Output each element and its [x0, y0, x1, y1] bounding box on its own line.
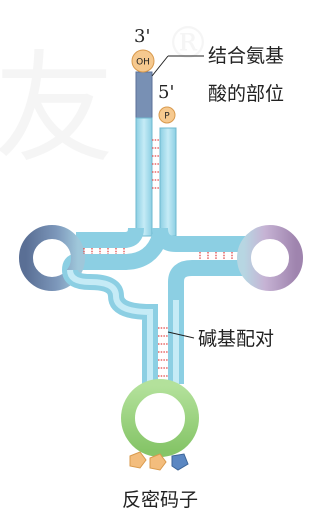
- base-pairing-leader-line: [167, 331, 195, 339]
- base-pairing-label: 碱基配对: [198, 328, 274, 350]
- t-loop: [237, 225, 303, 291]
- d-loop: [19, 225, 85, 291]
- anticodon-loop-group: [121, 379, 199, 471]
- anticodon-base-2: [149, 453, 167, 471]
- p-label: P: [164, 112, 170, 122]
- oh-cap: OH: [131, 49, 155, 73]
- watermark: ® 友: [0, 18, 210, 179]
- p-cap: P: [158, 106, 176, 124]
- amino-acid-site-callout: 结合氨基 酸的部位: [151, 45, 284, 105]
- amino-site-label-line1: 结合氨基: [208, 45, 284, 67]
- anticodon-stem-base-pairs: [158, 327, 168, 377]
- end-3-prime-label: 3': [134, 26, 150, 47]
- strand-3-prime: [135, 117, 153, 237]
- acceptor-base-pairs: [152, 139, 160, 189]
- d-arm: [19, 225, 168, 291]
- amino-site-leader-line: [151, 55, 169, 77]
- watermark-registered-symbol: ®: [166, 18, 210, 69]
- acceptor-stem: [135, 71, 177, 237]
- watermark-character: 友: [0, 40, 114, 179]
- strand-5-prime: [159, 127, 177, 237]
- oh-label: OH: [136, 58, 150, 68]
- base-pairing-callout: 碱基配对: [167, 328, 274, 350]
- anticodon-stem: [62, 269, 184, 384]
- anticodon-label: 反密码子: [122, 489, 198, 511]
- amino-site-label-line2: 酸的部位: [208, 83, 284, 105]
- strand-3-prime-dark-end: [135, 71, 153, 121]
- t-arm: [152, 225, 303, 300]
- anticodon-base-1: [129, 451, 147, 469]
- anticodon-loop: [121, 379, 199, 457]
- anticodon-base-3: [171, 453, 189, 471]
- t-arm-base-pairs: [199, 252, 233, 260]
- d-arm-base-pairs: [83, 248, 125, 254]
- end-5-prime-label: 5': [158, 82, 174, 103]
